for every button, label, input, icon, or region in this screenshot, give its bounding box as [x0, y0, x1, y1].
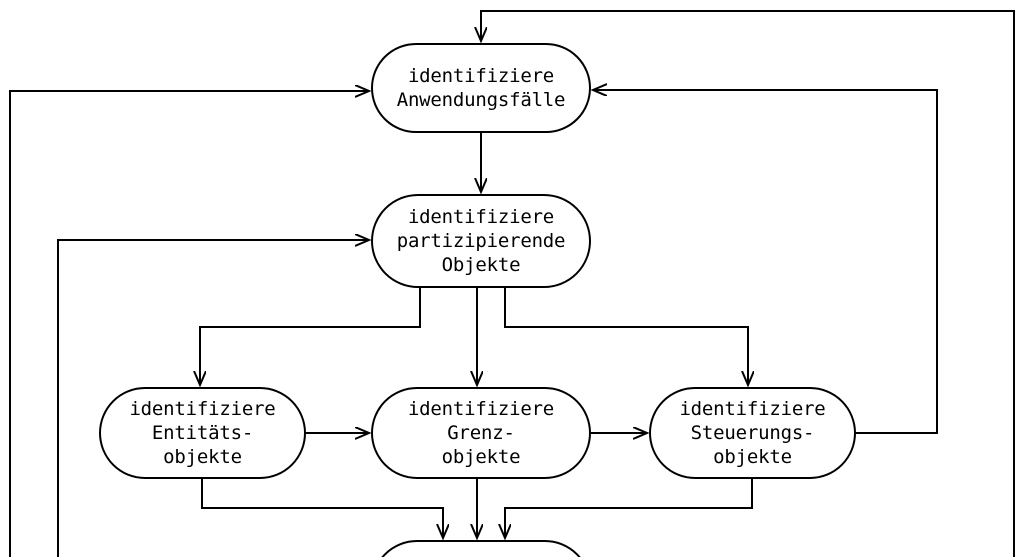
node-shape-grenzobjekte[interactable] — [371, 387, 591, 479]
node-shape-entitaetsobjekte[interactable] — [99, 387, 306, 479]
edge-steuerungsobjekte-to-bottom-node — [505, 478, 753, 537]
edge-left-feedback-into-anwendungsfaelle — [9, 91, 368, 557]
edge-partizipierende-to-entitaetsobjekte — [200, 287, 421, 384]
edge-entitaetsobjekte-to-bottom-node — [201, 478, 443, 537]
edge-left-feedback-into-partizipierende-objekte — [57, 240, 368, 557]
node-shape-partizipierende-objekte[interactable] — [371, 194, 591, 288]
edge-partizipierende-to-steuerungsobjekte — [504, 287, 748, 384]
node-shape-anwendungsfaelle[interactable] — [371, 43, 591, 133]
edge-top-entry-into-anwendungsfaelle — [481, 10, 1015, 557]
edge-steuerungsobjekte-feedback-into-anwendungsfaelle — [594, 90, 938, 434]
node-shape-bottom-clipped[interactable] — [372, 540, 590, 557]
node-shape-steuerungsobjekte[interactable] — [649, 387, 856, 479]
